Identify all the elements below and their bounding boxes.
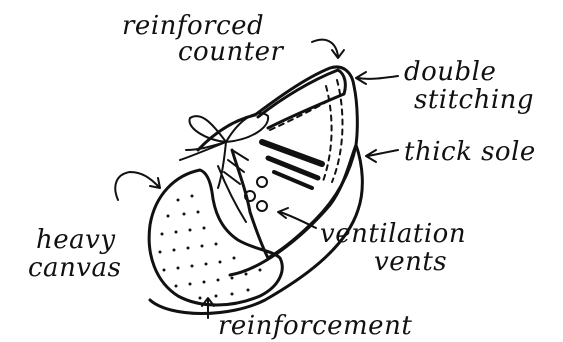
label-reinforcement: reinforcement [218,311,412,341]
label-reinforced-counter-line2: counter [178,37,285,67]
label-ventilation-vents-line1: ventilation [320,219,466,249]
arrow-ventilation-vents [278,208,316,228]
shoe-illustration [149,67,362,314]
arrow-reinforced-counter [312,40,344,58]
vent-3 [257,201,267,211]
label-ventilation-vents-line2: vents [374,247,447,277]
arrow-thick-sole [366,150,398,162]
label-heavy-canvas-line1: heavy [36,225,116,255]
toe-cap [149,170,282,305]
label-thick-sole: thick sole [404,137,536,167]
label-double-stitching-line1: double [404,57,496,87]
label-double-stitching-line2: stitching [414,85,534,115]
shoe-laces [180,113,268,188]
canvas-texture [159,195,262,300]
vent-1 [257,177,267,187]
arrow-double-stitching [356,72,398,84]
arrow-reinforcement [202,298,214,318]
label-heavy-canvas-line2: canvas [28,253,121,283]
arrow-heavy-canvas [115,172,160,200]
